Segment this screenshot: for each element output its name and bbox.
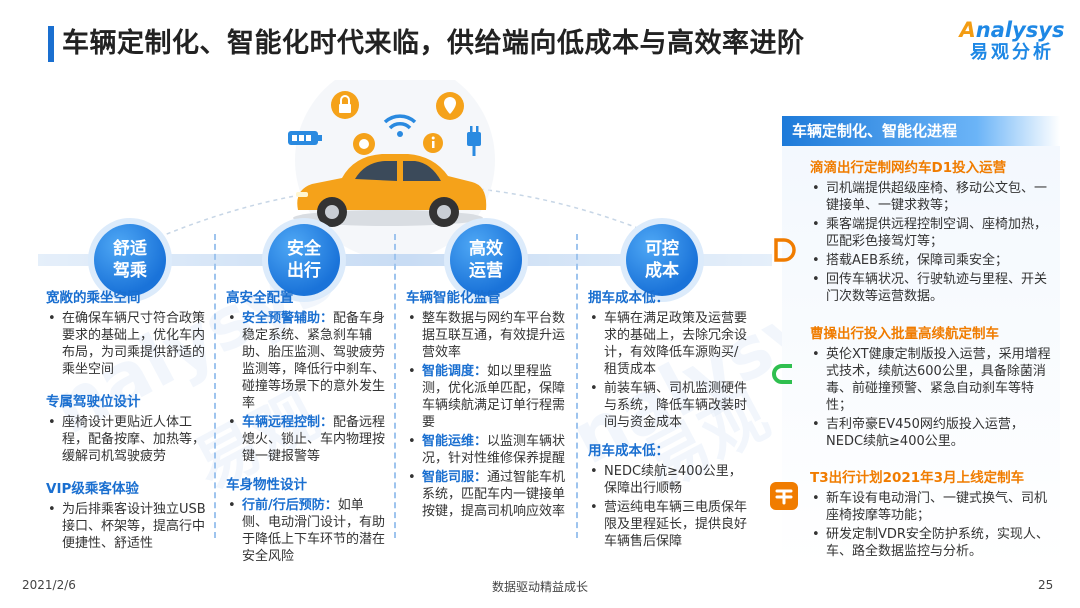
category-circle-efficiency: 高效运营 [450, 224, 522, 296]
logo-cn: 易观分析 [970, 42, 1054, 63]
panel-entry-didi: 滴滴出行定制网约车D1投入运营 司机端提供超级座椅、移动公文包、一键接单、一键求… [810, 160, 1054, 307]
item-highlight: 车辆远程控制： [242, 415, 334, 430]
list-item: 车辆在满足政策及运营要求的基础上，去除冗余设计，有效降低车源购买/租赁成本 [588, 310, 748, 378]
logo-en: Analysys [958, 18, 1066, 42]
item-highlight: 行前/行后预防： [242, 498, 338, 513]
category-circle-label: 可控成本 [645, 239, 679, 281]
list-item: 在确保车辆尺寸符合政策要求的基础上，优化车内布局，为司乘提供舒适的乘坐空间 [46, 310, 208, 378]
section-heading: 拥车成本低： [588, 290, 669, 306]
list-item: 回传车辆状况、行驶轨迹与里程、开关门次数等运营数据。 [810, 271, 1054, 305]
footer-slogan: 数据驱动精益成长 [491, 580, 588, 594]
list-item: 搭载AEB系统，保障司乘安全； [810, 252, 1054, 269]
section-heading: 车辆智能化监管 [406, 290, 501, 306]
list-item: 为后排乘客设计独立USB接口、杯架等，提高行中便捷性、舒适性 [46, 501, 208, 552]
category-band [38, 254, 772, 266]
location-pin-icon [436, 92, 464, 120]
category-circle-label: 高效运营 [469, 239, 503, 281]
column-separator [394, 234, 396, 538]
list-item: 乘客端提供远程控制空调、座椅加热，匹配彩色接驾灯等； [810, 216, 1054, 250]
list-item: 营运纯电车辆三电质保年限及里程延长，提供良好车辆售后保障 [588, 499, 748, 550]
column-cost: 拥车成本低： 车辆在满足政策及运营要求的基础上，去除冗余设计，有效降低车源购买/… [588, 290, 748, 552]
car-illustration [129, 80, 691, 260]
wifi-icon [383, 114, 417, 137]
section-heading: 宽敞的乘坐空间 [46, 290, 141, 306]
category-circle-label: 舒适驾乘 [113, 239, 147, 281]
list-item: 研发定制VDR安全防护系统，实现人、车、路全数据监控与分析。 [810, 526, 1054, 560]
list-item: 英伦XT健康定制版投入运营，采用增程式技术，续航达600公里，具备除菌消毒、前碰… [810, 346, 1054, 414]
caocao-logo-icon [766, 356, 802, 392]
list-item: 吉利帝豪EV450网约版投入运营，NEDC续航≥400公里。 [810, 416, 1054, 450]
category-circle-comfort: 舒适驾乘 [94, 224, 166, 296]
item-highlight: 智能司服： [422, 470, 488, 485]
page-title: 车辆定制化、智能化时代来临，供给端向低成本与高效率进阶 [62, 28, 805, 59]
footer-date: 2021/2/6 [22, 578, 76, 592]
section-heading: 专属驾驶位设计 [46, 394, 141, 410]
list-item: 前装车辆、司机监测硬件与系统，降低车辆改装时间与资金成本 [588, 380, 748, 431]
didi-logo-icon [766, 232, 802, 268]
battery-icon [288, 131, 322, 145]
column-safety: 高安全配置 安全预警辅助：配备车身稳定系统、紧急刹车辅助、胎压监测、驾驶疲劳监测… [226, 290, 386, 567]
logo-en-text: nalysys [975, 18, 1065, 42]
info-icon [423, 133, 443, 153]
list-item: 智能调度：如以里程监测，优化派单匹配，保障车辆续航满足订单行程需要 [406, 363, 568, 431]
item-text: 如以里程监测，优化派单匹配，保障车辆续航满足订单行程需要 [422, 364, 566, 430]
column-separator [214, 234, 216, 538]
list-item: 智能司服：通过智能车机系统，匹配车内一键接单按键，提高司机响应效率 [406, 469, 568, 520]
item-text: 配备车身稳定系统、紧急刹车辅助、胎压监测、驾驶疲劳监测等，降低行中刹车、碰撞等场… [242, 311, 386, 411]
item-highlight: 智能调度： [422, 364, 488, 379]
section-heading: 车身物性设计 [226, 477, 307, 493]
logo-en-initial: A [959, 18, 976, 42]
list-item: 座椅设计更贴近人体工程，配备按摩、加热等，缓解司机驾驶疲劳 [46, 414, 208, 465]
panel-entry-caocao: 曹操出行投入批量高续航定制车 英伦XT健康定制版投入运营，采用增程式技术，续航达… [810, 326, 1054, 452]
entry-heading: 滴滴出行定制网约车D1投入运营 [810, 160, 1007, 176]
category-circle-safety: 安全出行 [268, 224, 340, 296]
item-text: 配备远程熄火、锁止、车内物理按键一键报警等 [242, 415, 386, 464]
list-item: 新车设有电动滑门、一键式换气、司机座椅按摩等功能； [810, 490, 1054, 524]
list-item: NEDC续航≥400公里，保障出行顺畅 [588, 463, 748, 497]
section-heading: VIP级乘客体验 [46, 481, 139, 497]
column-comfort: 宽敞的乘坐空间 在确保车辆尺寸符合政策要求的基础上，优化车内布局，为司乘提供舒适… [46, 290, 208, 554]
item-text: 通过智能车机系统，匹配车内一键接单按键，提高司机响应效率 [422, 470, 566, 519]
list-item: 司机端提供超级座椅、移动公文包、一键接单、一键求救等； [810, 180, 1054, 214]
car-icon [293, 154, 487, 227]
list-item: 车辆远程控制：配备远程熄火、锁止、车内物理按键一键报警等 [226, 414, 386, 465]
list-item: 安全预警辅助：配备车身稳定系统、紧急刹车辅助、胎压监测、驾驶疲劳监测等，降低行中… [226, 310, 386, 412]
item-text: 如单侧、电动滑门设计，有助于降低上下车环节的潜在安全风险 [242, 498, 386, 564]
title-accent-bar [48, 26, 54, 62]
t3-logo-icon [766, 478, 802, 514]
lock-icon [331, 91, 359, 119]
list-item: 行前/行后预防：如单侧、电动滑门设计，有助于降低上下车环节的潜在安全风险 [226, 497, 386, 565]
charger-plug-icon [467, 126, 481, 156]
sun-icon [353, 133, 375, 155]
progress-panel-title: 车辆定制化、智能化进程 [782, 116, 1060, 146]
page-number: 25 [1038, 578, 1054, 592]
category-circle-label: 安全出行 [287, 239, 321, 281]
item-highlight: 智能运维： [422, 434, 488, 449]
section-heading: 用车成本低： [588, 443, 669, 459]
column-efficiency: 车辆智能化监管 整车数据与网约车平台数据互联互通，有效提升运营效率 智能调度：如… [406, 290, 568, 522]
entry-heading: T3出行计划2021年3月上线定制车 [810, 470, 1025, 486]
list-item: 智能运维：以监测车辆状况，针对性维修保养提醒 [406, 433, 568, 467]
column-separator [576, 234, 578, 538]
item-highlight: 安全预警辅助： [242, 311, 334, 326]
category-circle-cost: 可控成本 [626, 224, 698, 296]
analysys-logo: Analysys 易观分析 [958, 18, 1066, 64]
section-heading: 高安全配置 [226, 290, 294, 306]
entry-heading: 曹操出行投入批量高续航定制车 [810, 326, 999, 342]
item-text: 以监测车辆状况，针对性维修保养提醒 [422, 434, 566, 466]
list-item: 整车数据与网约车平台数据互联互通，有效提升运营效率 [406, 310, 568, 361]
panel-entry-t3: T3出行计划2021年3月上线定制车 新车设有电动滑门、一键式换气、司机座椅按摩… [810, 470, 1054, 562]
